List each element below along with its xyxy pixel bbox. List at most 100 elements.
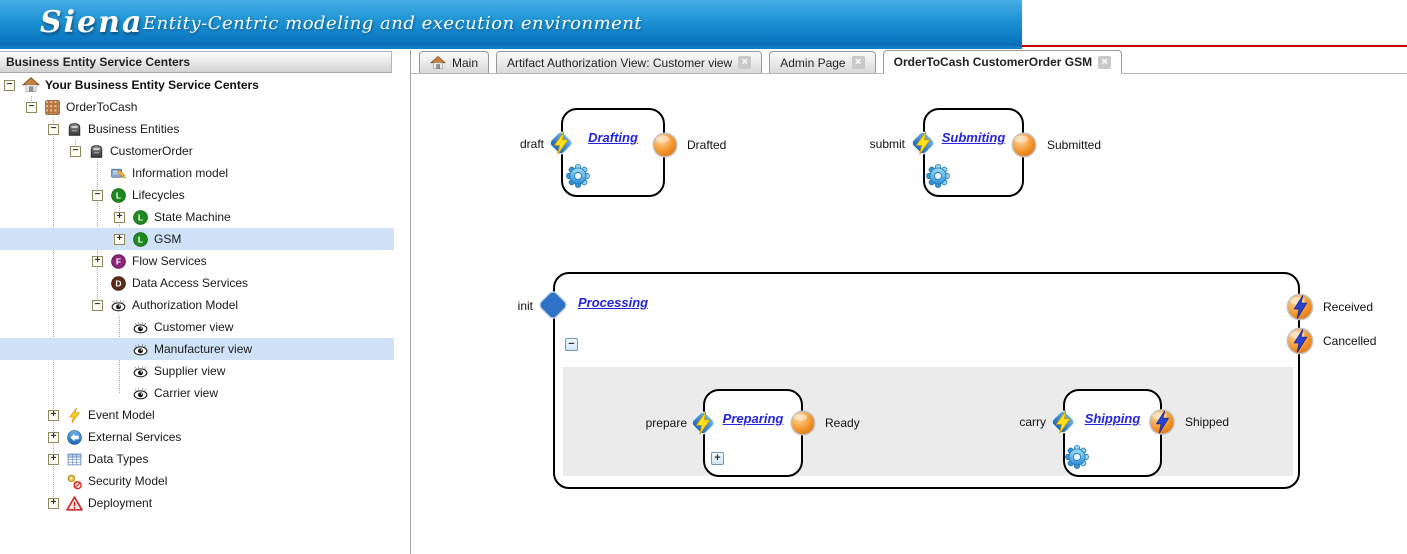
close-icon[interactable]	[851, 56, 865, 69]
stage-preparing-label[interactable]: Preparing	[722, 411, 784, 426]
tree-item-security-model[interactable]: Security Model	[0, 470, 394, 492]
tab-artifact-authorization-view[interactable]: Artifact Authorization View: Customer vi…	[496, 51, 763, 73]
tree-item-carrier-view[interactable]: Carrier view	[0, 382, 394, 404]
expand-expander-icon[interactable]	[92, 255, 103, 267]
event-init-label: init	[517, 299, 533, 313]
expand-expander-icon[interactable]	[48, 409, 59, 421]
milestone-shipped-label: Shipped	[1185, 415, 1230, 429]
expand-expander-icon[interactable]	[114, 233, 125, 245]
collapse-expander-icon[interactable]	[48, 123, 59, 135]
tree-item-ordertocash[interactable]: OrderToCash	[0, 96, 394, 118]
expand-expander-icon[interactable]	[48, 497, 59, 509]
event-prepare-icon[interactable]	[688, 408, 718, 438]
tree-item-data-access-services[interactable]: Data Access Services	[0, 272, 394, 294]
tree-panel: Your Business Entity Service Centers Ord…	[0, 74, 394, 514]
tree-item-business-entities[interactable]: Business Entities	[0, 118, 394, 140]
collapse-expander-icon[interactable]	[26, 101, 37, 113]
eye-icon	[132, 385, 149, 402]
tab-label: Artifact Authorization View: Customer vi…	[507, 55, 733, 70]
event-carry-icon[interactable]	[1048, 407, 1078, 437]
event-submit-icon[interactable]	[908, 128, 938, 158]
expand-expander-icon[interactable]	[48, 431, 59, 443]
tree-item-flow-services[interactable]: Flow Services	[0, 250, 394, 272]
event-draft-label: draft	[519, 137, 544, 151]
collapse-expander-icon[interactable]	[92, 189, 103, 201]
lifecycle-l-icon	[132, 209, 149, 226]
tree-item-event-model[interactable]: Event Model	[0, 404, 394, 426]
stage-processing-label[interactable]: Processing	[578, 295, 649, 310]
stage-processing[interactable]: Processing	[553, 272, 1300, 489]
milestone-received-label: Received	[1323, 300, 1374, 314]
event-init-icon[interactable]	[535, 287, 571, 323]
tree-item-your-business-entity-service-centers[interactable]: Your Business Entity Service Centers	[0, 74, 394, 96]
eye-icon	[132, 319, 149, 336]
sidebar-title: Business Entity Service Centers	[0, 51, 392, 73]
tree-item-authorization-model[interactable]: Authorization Model	[0, 294, 394, 316]
tab-bar: Main Artifact Authorization View: Custom…	[411, 50, 1407, 74]
close-icon[interactable]	[1098, 55, 1112, 69]
tab-label: OrderToCash CustomerOrder GSM	[893, 55, 1093, 69]
collapse-expander-icon[interactable]	[92, 299, 103, 311]
collapse-button[interactable]	[565, 338, 578, 351]
tab-main[interactable]: Main	[419, 51, 490, 73]
milestone-drafted-icon[interactable]	[651, 131, 680, 160]
document-pencil-icon	[110, 165, 127, 182]
data-d-icon	[110, 275, 127, 292]
home-icon	[22, 76, 40, 94]
expand-button[interactable]	[711, 452, 724, 465]
tree-item-gsm[interactable]: GSM	[0, 228, 394, 250]
milestone-cancelled-icon[interactable]	[1285, 326, 1316, 357]
tree-item-customer-view[interactable]: Customer view	[0, 316, 394, 338]
tree-item-external-services[interactable]: External Services	[0, 426, 394, 448]
home-icon	[430, 55, 446, 71]
tree-guide	[53, 118, 54, 503]
waffle-grid-icon	[44, 99, 61, 116]
lightning-icon	[66, 407, 83, 424]
tree-item-data-types[interactable]: Data Types	[0, 448, 394, 470]
expand-expander-icon[interactable]	[48, 453, 59, 465]
milestone-submitted-icon[interactable]	[1010, 131, 1039, 160]
gear-icon[interactable]	[565, 163, 592, 190]
warning-triangle-icon	[66, 495, 83, 512]
app-logo: Siena	[40, 5, 144, 40]
gear-icon[interactable]	[1064, 444, 1091, 471]
flow-f-icon	[110, 253, 127, 270]
tree-item-lifecycles[interactable]: Lifecycles	[0, 184, 394, 206]
table-icon	[66, 451, 83, 468]
cabinet-icon	[88, 143, 105, 160]
milestone-ready-icon[interactable]	[789, 409, 818, 438]
tree-item-supplier-view[interactable]: Supplier view	[0, 360, 394, 382]
tree-item-state-machine[interactable]: State Machine	[0, 206, 394, 228]
tab-ordertocash-customerorder-gsm[interactable]: OrderToCash CustomerOrder GSM	[882, 50, 1123, 74]
milestone-drafted-label: Drafted	[687, 138, 727, 152]
collapse-expander-icon[interactable]	[70, 145, 81, 157]
lifecycle-l-icon	[132, 231, 149, 248]
gear-icon[interactable]	[925, 163, 952, 190]
cabinet-icon	[66, 121, 83, 138]
tree-item-customerorder[interactable]: CustomerOrder	[0, 140, 394, 162]
stage-shipping-label[interactable]: Shipping	[1084, 411, 1141, 426]
event-submit-label: submit	[869, 137, 905, 151]
milestone-shipped-icon[interactable]	[1147, 407, 1177, 437]
close-icon[interactable]	[738, 56, 752, 69]
header-accent-line	[1022, 45, 1407, 47]
external-arrow-icon	[66, 429, 83, 446]
event-carry-label: carry	[1019, 415, 1046, 429]
milestone-received-icon[interactable]	[1285, 292, 1316, 323]
stage-drafting-label[interactable]: Drafting	[588, 130, 638, 145]
stage-submitting-label[interactable]: Submiting	[941, 130, 1006, 145]
tree-item-manufacturer-view[interactable]: Manufacturer view	[0, 338, 394, 360]
tab-admin-page[interactable]: Admin Page	[769, 51, 876, 73]
tree-item-deployment[interactable]: Deployment	[0, 492, 394, 514]
tab-label: Main	[452, 55, 479, 70]
tree-item-information-model[interactable]: Information model	[0, 162, 394, 184]
sidebar-divider[interactable]	[410, 50, 411, 554]
eye-icon	[132, 341, 149, 358]
eye-icon	[132, 363, 149, 380]
collapse-expander-icon[interactable]	[4, 79, 15, 91]
app-header: Siena Entity-Centric modeling and execut…	[0, 0, 1022, 49]
lifecycle-l-icon	[110, 187, 127, 204]
expand-expander-icon[interactable]	[114, 211, 125, 223]
event-draft-icon[interactable]	[546, 128, 576, 158]
